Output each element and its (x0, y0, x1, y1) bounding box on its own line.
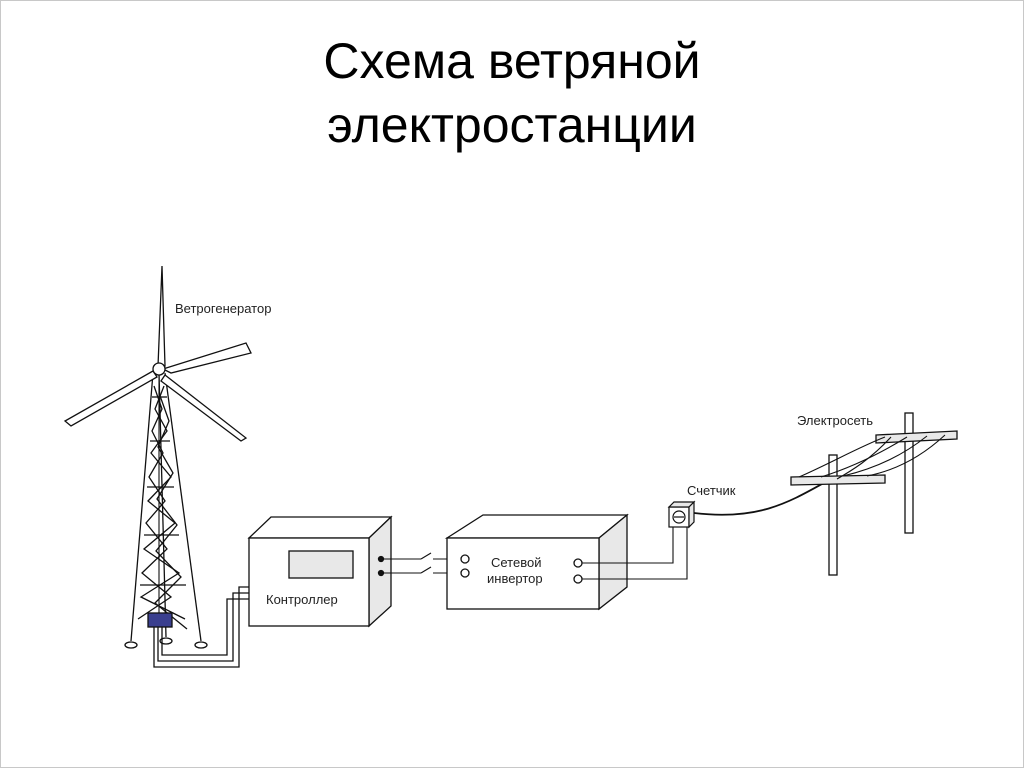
grid-label: Электросеть (797, 413, 873, 428)
meter-grid-cable (693, 478, 832, 516)
controller-display (288, 550, 354, 579)
wind-turbine (63, 265, 252, 649)
turbine-hub (152, 362, 166, 376)
wind-generator-label: Ветрогенератор (175, 301, 271, 316)
controller-box (247, 515, 393, 628)
power-grid (790, 412, 958, 576)
tower-controller-cables (153, 586, 251, 668)
inverter-label-line2: инвертор (487, 571, 543, 586)
inverter-box (444, 513, 629, 611)
turbine-blades (63, 265, 252, 442)
title-line-1: Схема ветряной (323, 33, 701, 89)
tower-lattice (124, 372, 208, 649)
meter-label: Счетчик (687, 483, 736, 498)
electric-meter (667, 500, 696, 529)
controller-label: Контроллер (266, 592, 338, 607)
title-line-2: электростанции (327, 97, 697, 153)
inverter-label-line1: Сетевой (491, 555, 541, 570)
inverter-meter-wires (582, 527, 688, 580)
generator-junction-box (147, 612, 173, 628)
slide-title: Схема ветряной электростанции (1, 29, 1023, 157)
